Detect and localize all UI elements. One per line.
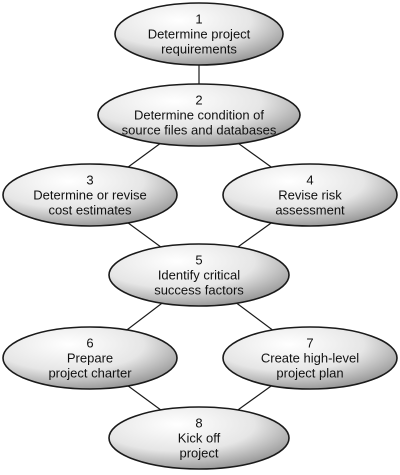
node-6-ellipse	[2, 326, 178, 390]
node-3-number: 3	[86, 173, 93, 188]
node-1-ellipse	[114, 2, 284, 66]
node-8-number: 8	[195, 416, 202, 431]
node-1-label-line-2: requirements	[161, 42, 237, 57]
node-1-label-line-1: Determine project	[148, 27, 251, 42]
node-4-number: 4	[306, 173, 313, 188]
node-8-label-line-2: project	[179, 446, 218, 461]
node-5-ellipse	[108, 243, 290, 307]
node-5-number: 5	[195, 253, 202, 268]
node-6-number: 6	[86, 336, 93, 351]
node-2-ellipse	[97, 83, 301, 147]
node-4-label-line-1: Revise risk	[278, 188, 342, 203]
node-2-label-line-2: source files and databases	[122, 123, 277, 138]
node-3-ellipse	[2, 163, 178, 227]
node-7-label-line-2: project plan	[276, 366, 343, 381]
node-2-label-line-1: Determine condition of	[134, 108, 264, 123]
node-3-label-line-1: Determine or revise	[33, 188, 146, 203]
node-7-label-line-1: Create high-level	[261, 351, 359, 366]
node-5-label-line-1: Identify critical	[158, 268, 240, 283]
node-2-number: 2	[195, 93, 202, 108]
node-1-number: 1	[195, 12, 202, 27]
node-4-label-line-2: assessment	[275, 203, 345, 218]
node-6-label-line-1: Prepare	[67, 351, 113, 366]
node-5-label-line-2: success factors	[154, 283, 244, 298]
node-4-ellipse	[222, 163, 398, 227]
node-3-label-line-2: cost estimates	[48, 203, 132, 218]
node-8-ellipse	[108, 406, 290, 470]
node-8-label-line-1: Kick off	[178, 431, 221, 446]
node-6-label-line-2: project charter	[48, 366, 132, 381]
node-7-ellipse	[222, 326, 398, 390]
node-7-number: 7	[306, 336, 313, 351]
